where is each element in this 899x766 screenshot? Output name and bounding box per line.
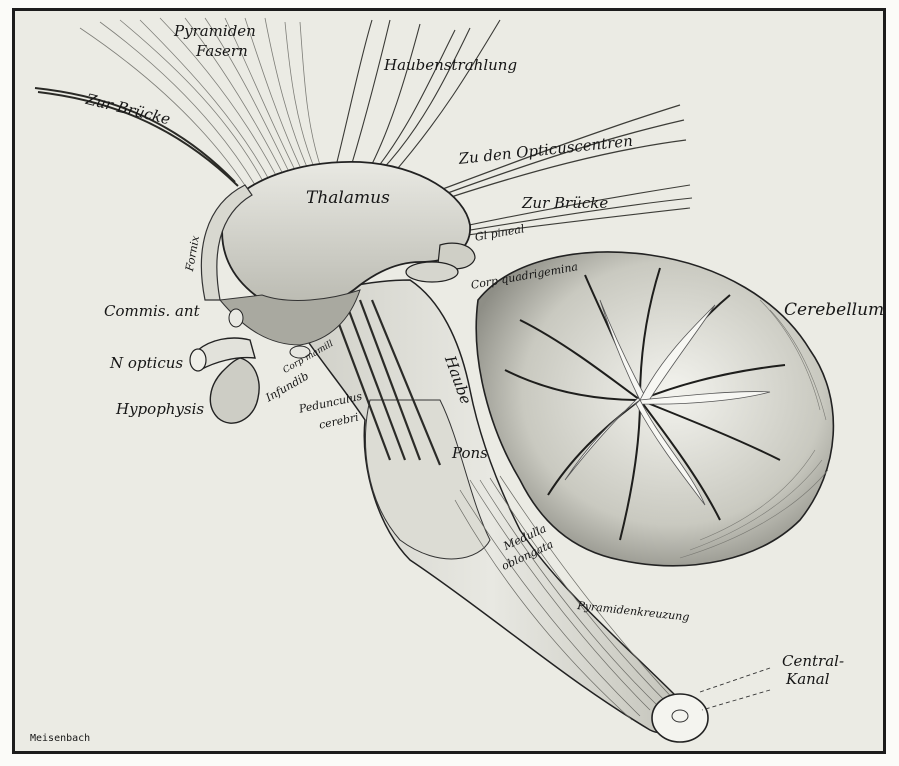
thalamus-body (222, 162, 470, 311)
label-fasern: Fasern (196, 44, 248, 59)
label-hypophysis: Hypophysis (116, 402, 204, 417)
label-pyramiden: Pyramiden (174, 24, 256, 39)
label-kanal: Kanal (786, 672, 830, 687)
label-central: Central- (782, 654, 844, 669)
cerebellum-body (476, 252, 833, 566)
leader-lines (700, 668, 770, 710)
label-haubenstrahlung: Haubenstrahlung (384, 58, 517, 73)
label-cerebellum: Cerebellum (784, 302, 884, 319)
engraver-signature: Meisenbach (30, 734, 90, 744)
label-zur-bruecke-right: Zur Brücke (522, 196, 608, 211)
label-n-opticus: N opticus (110, 356, 183, 371)
label-thalamus: Thalamus (306, 190, 390, 207)
optic-nerve-cut (190, 349, 206, 371)
label-commis-ant: Commis. ant (104, 304, 200, 319)
commissura-anterior (229, 309, 243, 327)
label-pons: Pons (452, 446, 488, 461)
hypophysis-body (210, 358, 259, 423)
central-canal-end (652, 694, 708, 742)
quadrigemina-bulge (406, 262, 458, 282)
